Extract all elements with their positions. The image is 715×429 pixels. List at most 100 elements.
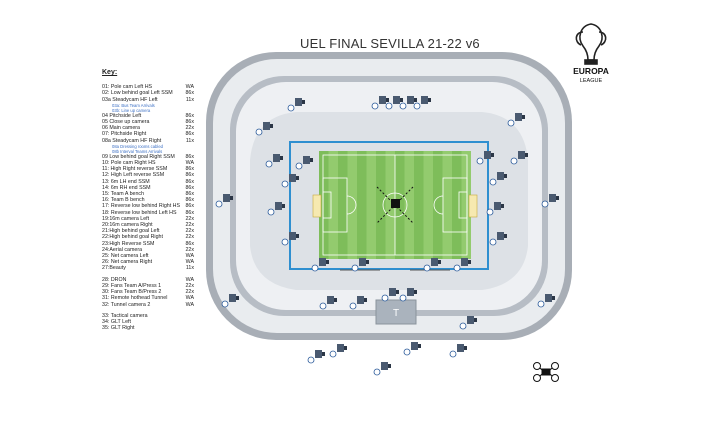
camera-icon — [255, 122, 273, 136]
key-item-label: 32: Tunnel camera 2 — [102, 301, 151, 308]
camera-icon — [489, 232, 507, 246]
key-item-lens: 86x — [185, 184, 194, 191]
camera-icon — [329, 344, 347, 358]
key-item-label: 23:High Reverse SSM — [102, 240, 155, 247]
key-item-label: 14: 6m RH end SSM — [102, 184, 151, 191]
key-item: 13: 6m LH end SSM 86x — [102, 179, 194, 185]
key-item: 14: 6m RH end SSM 86x — [102, 185, 194, 191]
key-item-label: 22:High behind goal Right — [102, 234, 163, 241]
key-item-label: 11: High Right reverse SSM — [102, 166, 168, 173]
camera-icon — [423, 258, 441, 272]
key-item: 34: GLT Left — [102, 319, 194, 325]
goal-net-icon — [312, 194, 322, 218]
tunnel-icon: T — [375, 299, 417, 325]
key-item-lens: WA — [185, 259, 194, 266]
key-item-label: 10: Pole cam Right HS — [102, 160, 156, 167]
camera-icon — [381, 288, 399, 302]
key-item: 35: GLT Right — [102, 325, 194, 331]
key-item-lens: WA — [185, 295, 194, 302]
key-item-label: 25: Net camera Left — [102, 253, 149, 260]
camera-icon — [449, 344, 467, 358]
key-sub-item: 08a Dressing rooms cabled — [112, 143, 163, 149]
key-item-label: 13: 6m LH end SSM — [102, 178, 150, 185]
key-item-label: 27:Beauty — [102, 265, 126, 272]
camera-icon — [215, 194, 233, 208]
camera-icon — [486, 202, 504, 216]
camera-icon — [413, 96, 431, 110]
key-item-lens: 22x — [185, 222, 194, 229]
camera-icon — [307, 350, 325, 364]
camera-icon — [319, 296, 337, 310]
key-item-lens: 86x — [185, 153, 194, 160]
camera-icon — [510, 151, 528, 165]
aerial-camera — [376, 186, 414, 224]
key-item: 07: Pitchside Right 86x — [102, 131, 194, 137]
key-item-lens: WA — [185, 301, 194, 308]
key-item-lens: 86x — [185, 197, 194, 204]
camera-icon — [541, 194, 559, 208]
key-item-label: 21:High behind goal Left — [102, 228, 160, 235]
key-item: 10: Pole cam Right HS WA — [102, 160, 194, 166]
key-item-lens: 86x — [185, 209, 194, 216]
europa-league-trophy-icon — [575, 23, 607, 65]
key-sub-item: 03a: Bus Team Arrivals — [112, 102, 155, 108]
key-sub-item: 08b Interval Teams Arrivals — [112, 148, 163, 154]
camera-icon — [221, 294, 239, 308]
key-item-lens: 22x — [185, 282, 194, 289]
camera-icon — [476, 151, 494, 165]
camera-icon — [281, 232, 299, 246]
key-item-label: 20:16m camera Right — [102, 222, 153, 229]
key-item-label: 18: Reverse low behind Left HS — [102, 209, 177, 216]
key-item-lens: 86x — [185, 172, 194, 179]
key-item-label: 24:Aerial camera — [102, 246, 143, 253]
key-item: 33: Tactical camera — [102, 313, 194, 319]
goal-net-icon — [468, 194, 478, 218]
key-item-lens: 86x — [185, 166, 194, 173]
camera-icon — [453, 258, 471, 272]
key-item-lens: 22x — [185, 215, 194, 222]
tunnel-label: T — [393, 308, 399, 319]
key-sub-item: 03b: Line up camera — [112, 107, 151, 113]
key-item-label: 07: Pitchside Right — [102, 131, 147, 138]
key-item-lens: 11x — [185, 96, 194, 103]
key-item-lens: WA — [185, 160, 194, 167]
camera-icon — [537, 294, 555, 308]
key-item-label: 04 Pitchside Left — [102, 112, 142, 119]
key-item-lens: 86x — [185, 131, 194, 138]
key-item-lens: 11x — [185, 137, 194, 144]
key-heading: Key: — [102, 69, 118, 76]
key-item-lens: 86x — [185, 203, 194, 210]
key-item-lens: 22x — [185, 125, 194, 132]
key-item-lens: WA — [185, 84, 194, 91]
key-item-label: 17: Reverse low behind Right HS — [102, 203, 181, 210]
key-item-lens: WA — [185, 276, 194, 283]
camera-icon — [385, 96, 403, 110]
key-item-lens: 22x — [185, 228, 194, 235]
camera-icon — [295, 156, 313, 170]
key-item-label: 34: GLT Left — [102, 318, 131, 325]
camera-icon — [373, 362, 391, 376]
camera-icon — [459, 316, 477, 330]
key-item-lens: WA — [185, 253, 194, 260]
key-item-lens: 86x — [185, 178, 194, 185]
key-item-lens: 86x — [185, 90, 194, 97]
key-item-label: 06 Main camera — [102, 125, 140, 132]
page-title: UEL FINAL SEVILLA 21-22 v6 — [300, 36, 480, 51]
